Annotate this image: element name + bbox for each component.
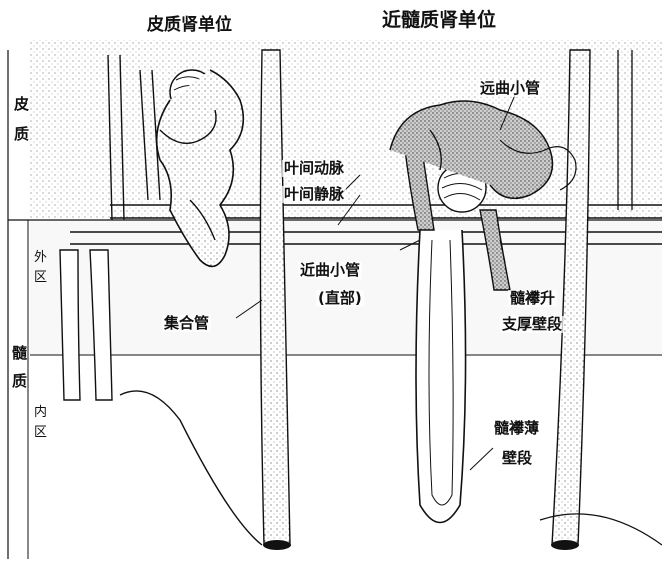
- title-juxtamedullary-nephron: 近髓质肾单位: [380, 10, 498, 31]
- zone-label-cortex-1: 皮: [12, 96, 31, 113]
- label-thick-ascending-limb-2: 支厚壁段: [500, 316, 564, 333]
- label-thick-ascending-limb-1: 髓襻升: [508, 290, 557, 307]
- label-thin-segment-2: 壁段: [500, 450, 534, 467]
- zone-label-medulla-2: 质: [10, 373, 29, 390]
- zone-label-inner-2: 区: [32, 425, 49, 440]
- label-interlobular-artery: 叶间动脉: [282, 160, 346, 177]
- label-straight-part: (直部): [316, 290, 364, 307]
- zone-label-inner-1: 内: [32, 405, 49, 420]
- title-cortical-nephron: 皮质肾单位: [145, 16, 234, 35]
- label-thin-segment-1: 髓襻薄: [492, 420, 541, 437]
- zone-label-outer-2: 区: [32, 270, 49, 285]
- label-distal-convoluted-tubule: 远曲小管: [478, 80, 542, 97]
- zone-label-cortex-2: 质: [12, 126, 31, 143]
- zone-label-medulla-1: 髓: [10, 345, 29, 362]
- long-loop-of-henle: [416, 230, 466, 523]
- zone-label-outer-1: 外: [32, 250, 49, 265]
- label-interlobular-vein: 叶间静脉: [282, 186, 346, 203]
- label-proximal-convoluted-tubule: 近曲小管: [298, 262, 362, 279]
- label-collecting-duct: 集合管: [162, 315, 211, 332]
